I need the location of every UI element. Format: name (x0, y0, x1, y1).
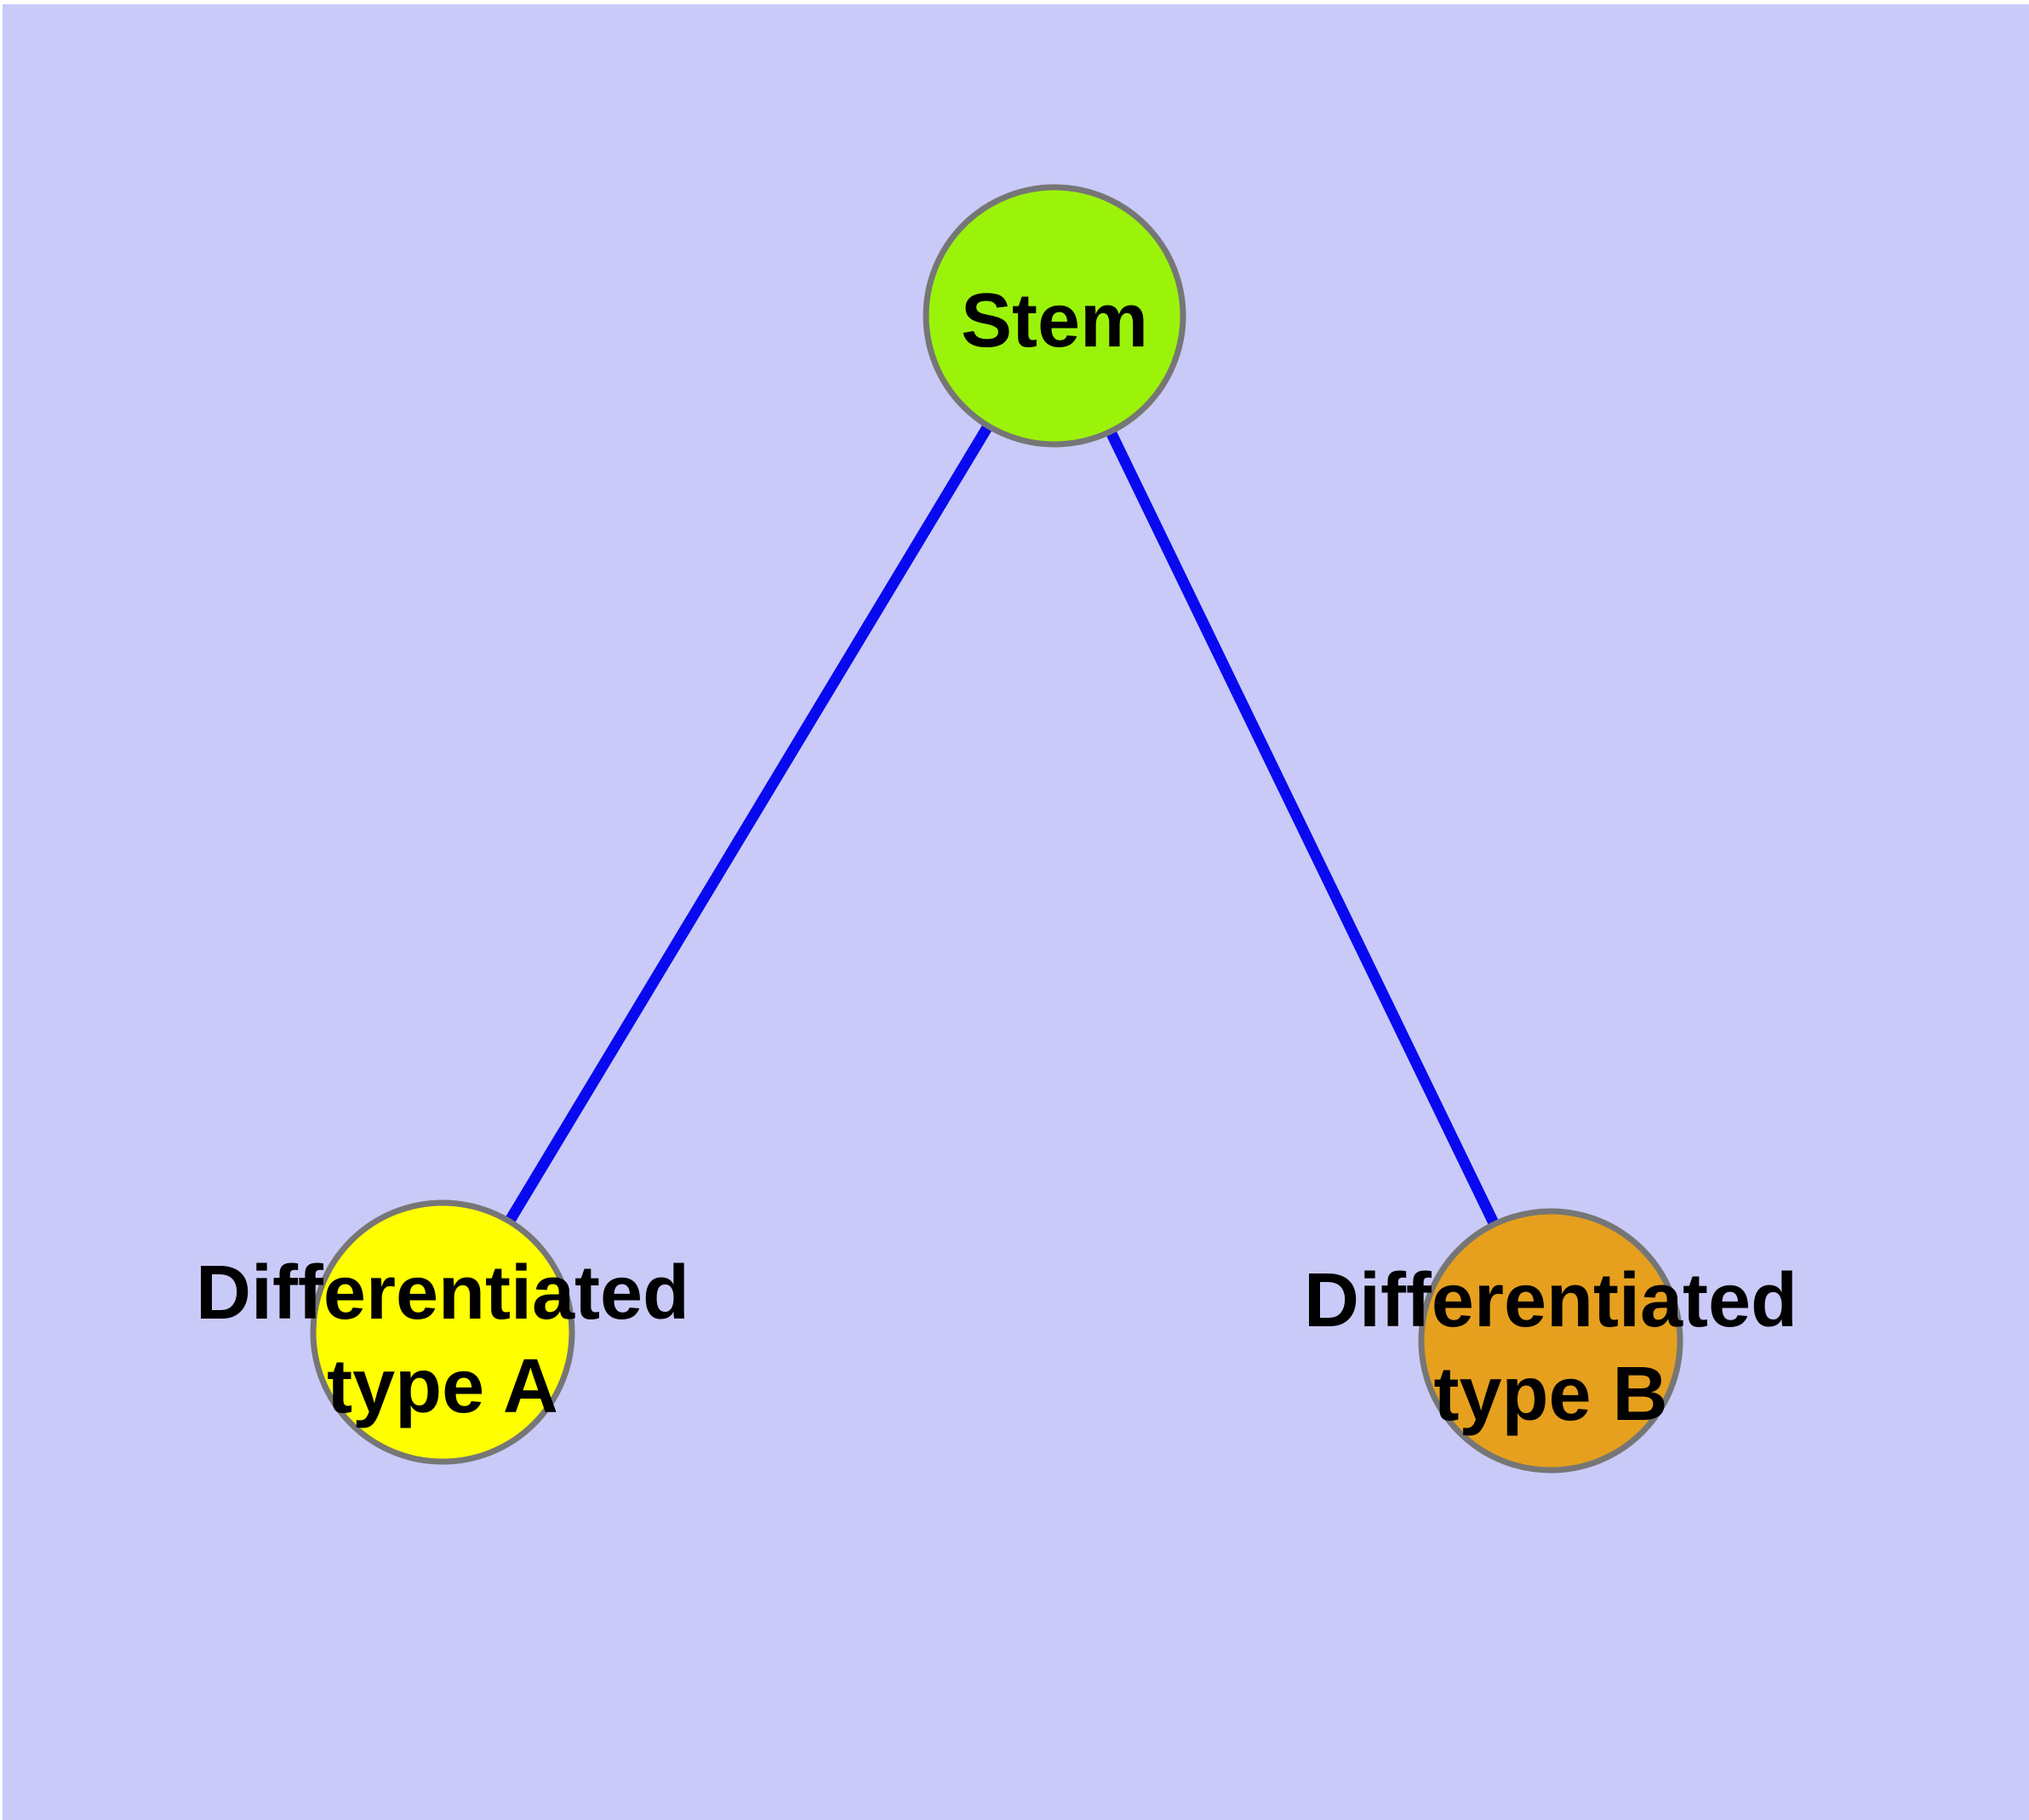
node-type-b-label-line2: type B (1433, 1352, 1667, 1437)
node-type-b-circle (1418, 1208, 1683, 1474)
node-type-a-label-line2: type A (327, 1344, 558, 1429)
edge-stem-to-type-a (437, 312, 1060, 1336)
node-type-a-label-line1: Differentiated (196, 1251, 689, 1336)
edge-stem-to-type-b (1049, 313, 1556, 1343)
node-type-a-circle (310, 1199, 575, 1465)
node-stem-label: Stem (961, 278, 1148, 363)
node-type-b-label-line1: Differentiated (1304, 1258, 1798, 1343)
node-stem-circle (923, 184, 1186, 448)
